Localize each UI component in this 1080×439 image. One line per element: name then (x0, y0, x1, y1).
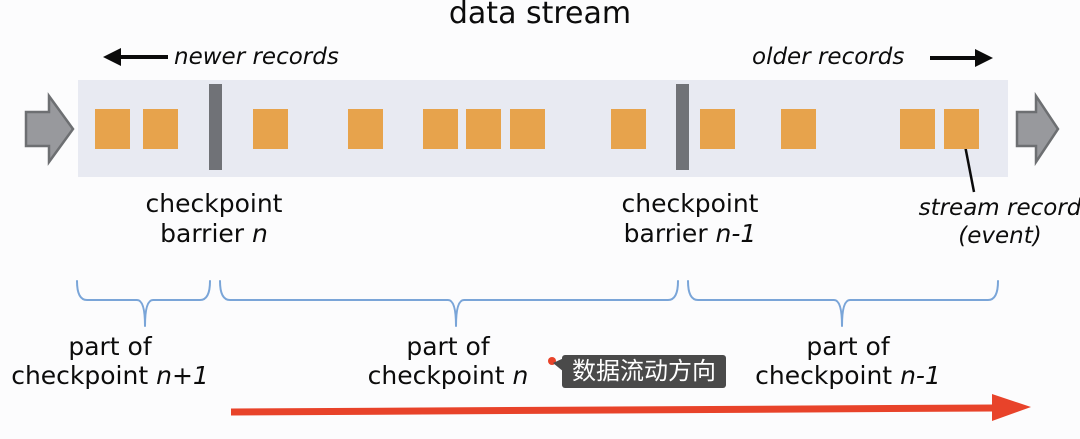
stream-record (423, 109, 458, 149)
barrier-index: n-1 (715, 219, 757, 248)
grouping-brace (76, 280, 211, 327)
group-label-line2: checkpoint n-1 (755, 361, 941, 390)
barrier-label-line1: checkpoint (145, 189, 283, 218)
newer-records-label: newer records (174, 44, 339, 70)
stream-record (253, 109, 288, 149)
barrier-label-line1: checkpoint (621, 189, 759, 218)
grouping-brace (687, 280, 999, 327)
group-label-line2: checkpoint n (367, 361, 529, 390)
barrier-label-line2: barrier n (160, 219, 268, 248)
stream-outflow-arrow-icon (1015, 91, 1060, 167)
stream-record (781, 109, 816, 149)
stream-record (944, 109, 979, 149)
newer-direction-arrow-icon (103, 48, 168, 66)
data-flow-arrow-icon (230, 394, 1031, 421)
group-index: n (512, 361, 529, 390)
group-label-line1: part of (806, 332, 890, 361)
stream-record (466, 109, 501, 149)
data-flow-direction-badge: 数据流动方向 (553, 355, 726, 388)
group-index: n+1 (156, 361, 209, 390)
stream-record (700, 109, 735, 149)
barrier-index: n (251, 219, 268, 248)
stream-record-label: stream record (event) (880, 194, 1080, 250)
stream-record-label-line2: (event) (958, 223, 1042, 249)
group-label-line2: checkpoint n+1 (11, 361, 209, 390)
group-label-line1: part of (406, 332, 490, 361)
stream-record (143, 109, 178, 149)
stream-inflow-arrow-icon (24, 92, 75, 166)
grouping-brace (219, 280, 679, 327)
checkpoint-barrier (209, 84, 222, 170)
older-records-label: older records (752, 44, 905, 70)
barrier-label-line2: barrier n-1 (623, 219, 757, 248)
group-index: n-1 (900, 361, 941, 390)
stream-record (611, 109, 646, 149)
diagram-title: data stream (448, 0, 632, 31)
older-direction-arrow-icon (930, 49, 993, 67)
stream-record (95, 109, 130, 149)
stream-record (348, 109, 383, 149)
grouping-braces (76, 280, 999, 327)
checkpoint-barrier (676, 84, 689, 170)
stream-record (900, 109, 935, 149)
stream-record-label-line1: stream record (918, 195, 1080, 221)
group-label-line1: part of (68, 332, 152, 361)
stream-record (510, 109, 545, 149)
